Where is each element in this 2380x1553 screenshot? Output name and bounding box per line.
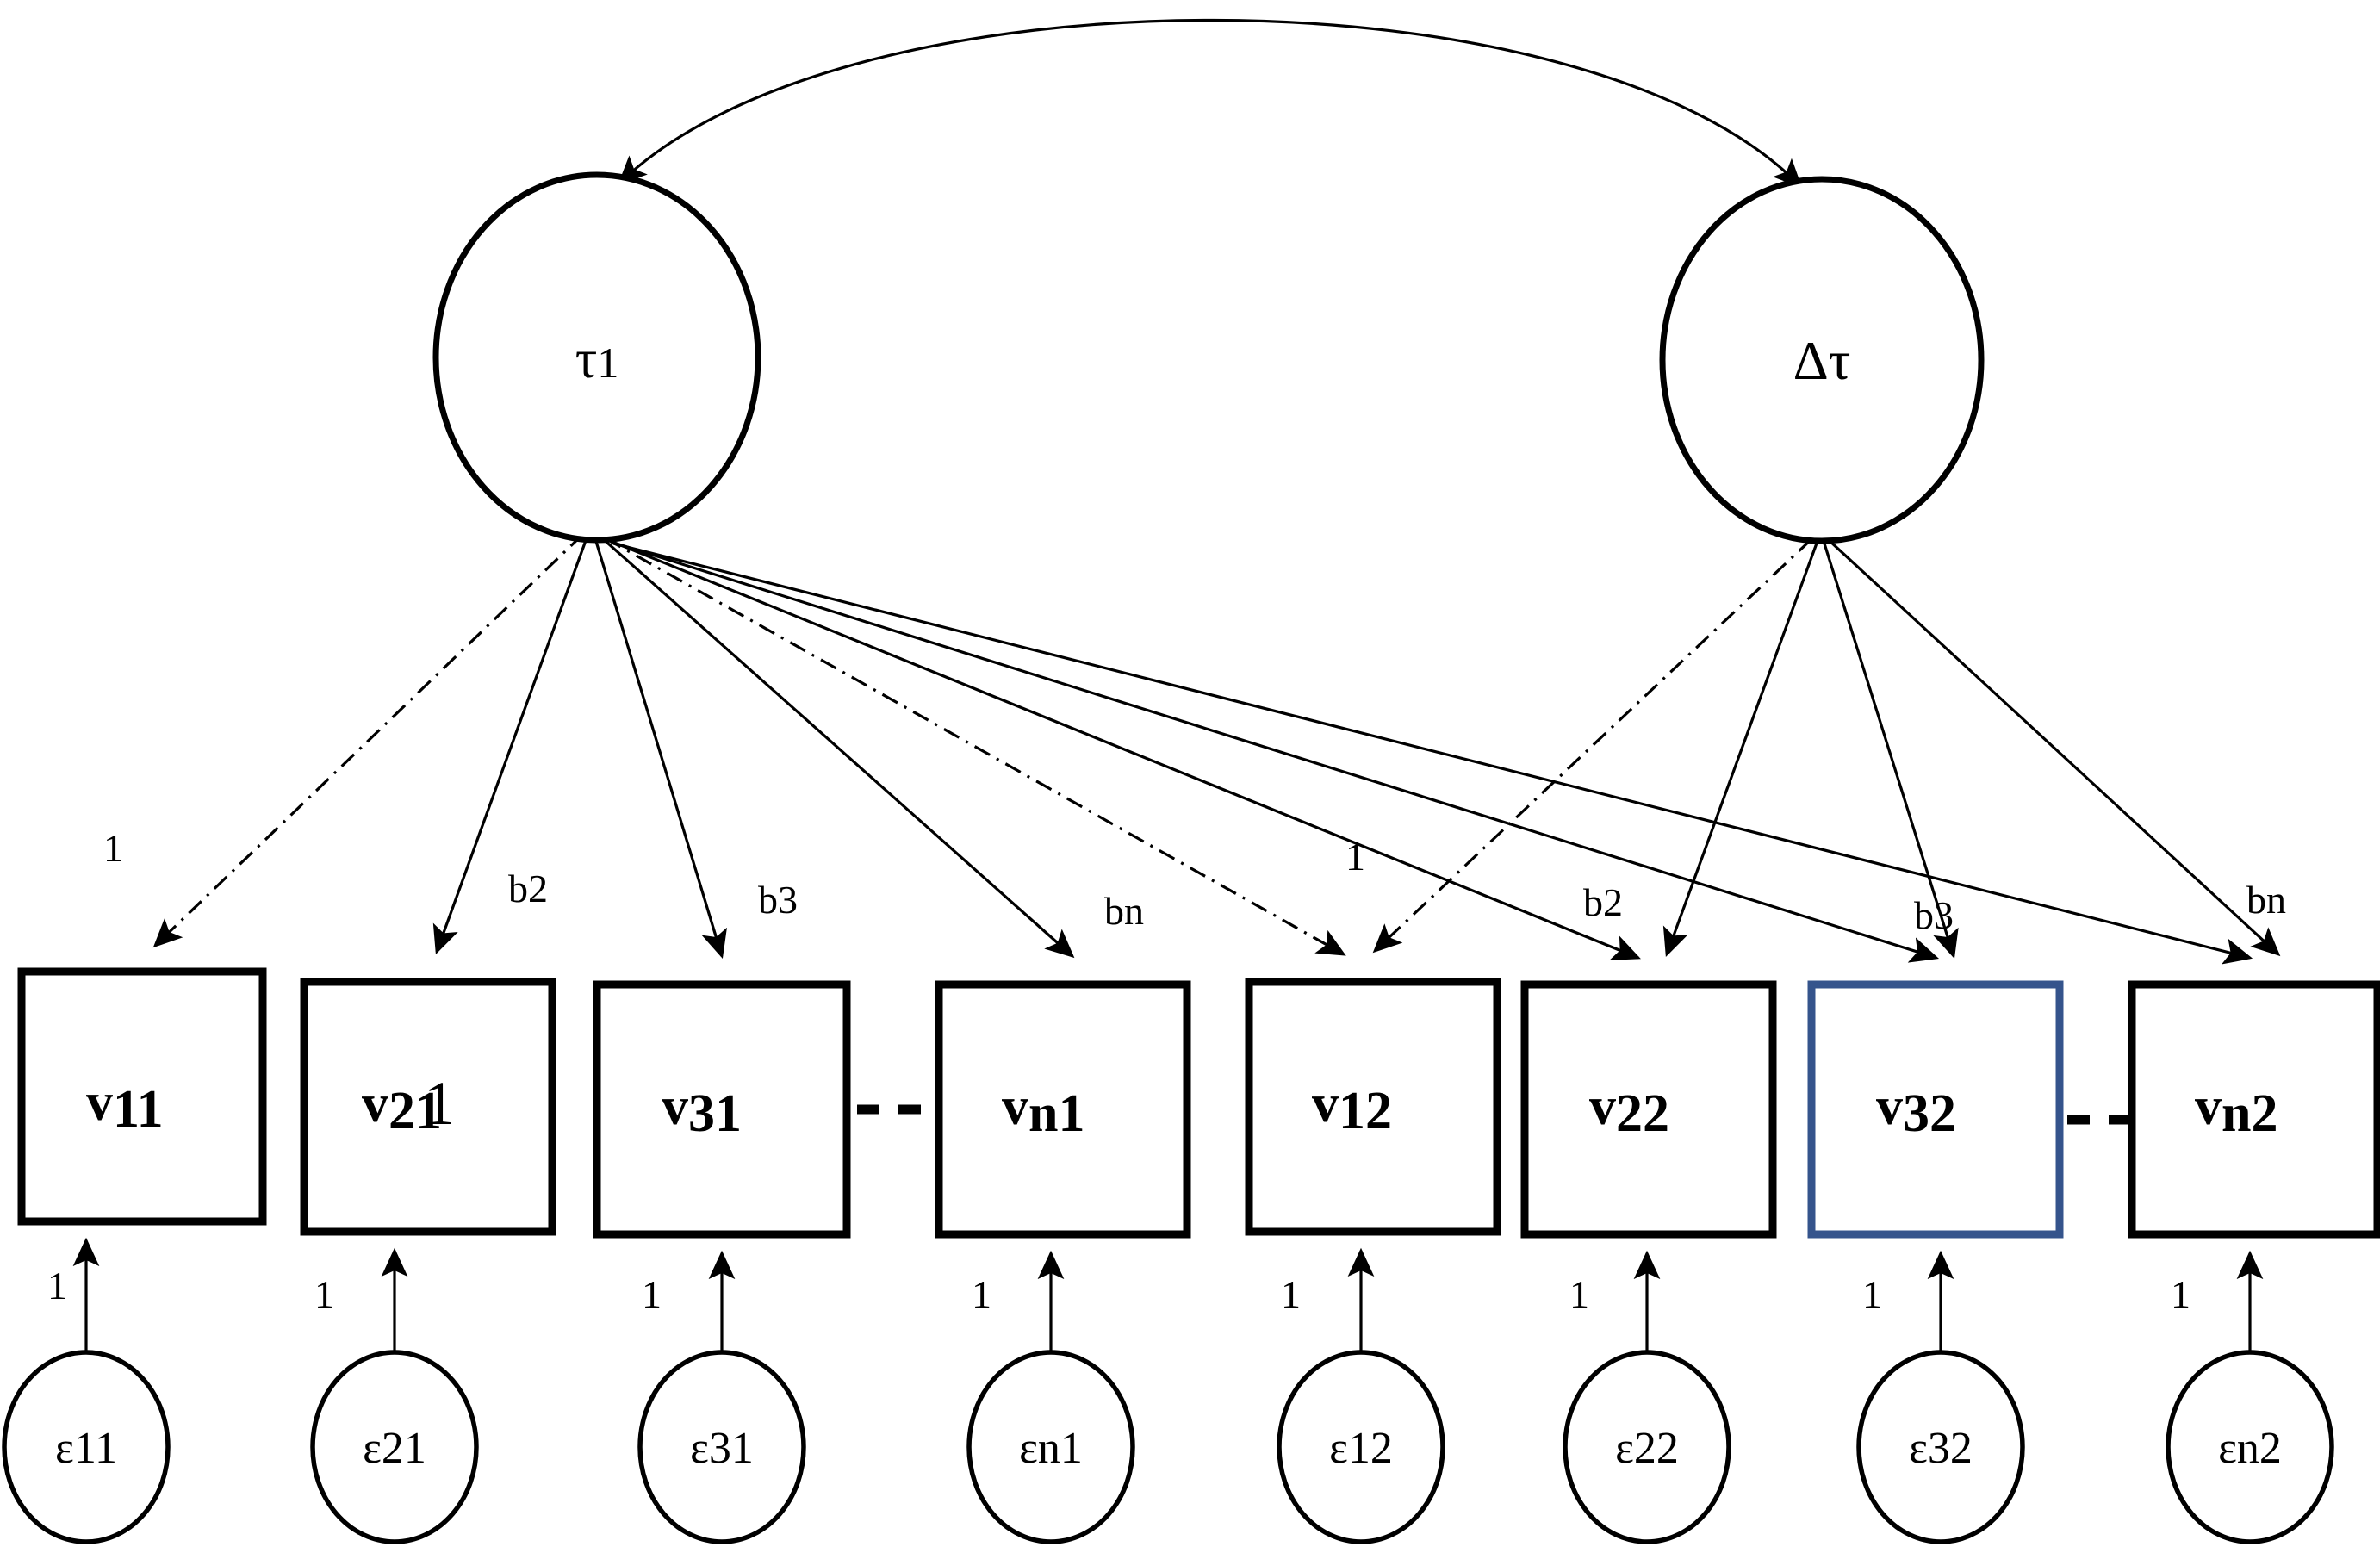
loading-coefficient-labels: 1 b2 b3 bn 1 b2 b3 bn [103, 826, 2286, 937]
error-ellipse-e12[interactable] [1277, 1350, 1445, 1544]
loading-label-v32: b3 [1914, 893, 1954, 937]
error-en2[interactable]: εn2 [2166, 1350, 2334, 1544]
error-e12[interactable]: ε12 [1277, 1350, 1445, 1544]
error-label-en1: εn1 [1019, 1424, 1083, 1473]
indicator-v22[interactable]: v22 [1520, 980, 1777, 1239]
loading-label-vn2: bn [2246, 878, 2286, 922]
path-tau1-to-vn2 [612, 542, 2253, 965]
latent-ellipse-tau1[interactable] [432, 171, 761, 544]
loadings-from-dtau [1372, 537, 2281, 960]
indicator-label-v11: v11 [86, 1073, 164, 1139]
indicator-box-v32[interactable] [1807, 980, 2064, 1239]
error-ellipse-e31[interactable] [637, 1350, 806, 1544]
error-ellipse-e32[interactable] [1856, 1350, 2025, 1544]
indicator-label-vn2: vn2 [2195, 1078, 2277, 1143]
loading-label-vn1: bn [1104, 889, 1144, 933]
latent-ellipse-dtau[interactable] [1659, 176, 1985, 544]
error-label-e32: ε32 [1909, 1424, 1973, 1473]
error-coef-label-e12: 1 [1281, 1272, 1301, 1316]
path-tau1-to-v21 [432, 535, 589, 955]
path-tau1-to-v22 [607, 538, 1641, 960]
covariance-arc [618, 18, 1803, 189]
latent-label-dtau: Δτ [1793, 330, 1851, 391]
error-coefficient-labels: 1 1 1 1 1 1 1 1 [47, 1264, 2190, 1316]
indicator-box-v31[interactable] [593, 980, 851, 1239]
loading-label-v21: b2 [508, 867, 548, 910]
error-ellipse-e22[interactable] [1563, 1350, 1731, 1544]
indicator-label-v12: v12 [1312, 1075, 1392, 1140]
error-coef-label-en1: 1 [972, 1272, 991, 1316]
loadings-from-tau1 [152, 532, 2253, 965]
path-tau1-to-v31 [593, 535, 727, 960]
indicator-label-v22: v22 [1589, 1078, 1669, 1143]
latent-dtau[interactable]: Δτ [1659, 176, 1985, 544]
error-e22[interactable]: ε22 [1563, 1350, 1731, 1544]
error-ellipse-en1[interactable] [966, 1350, 1135, 1544]
latent-tau1[interactable]: τ1 [432, 171, 761, 544]
error-label-en2: εn2 [2218, 1424, 2282, 1473]
error-label-e31: ε31 [690, 1424, 754, 1473]
path-tau1-to-v12 [605, 537, 1346, 956]
loading-label-v11: 1 [103, 826, 123, 870]
error-ellipse-e21[interactable] [310, 1350, 479, 1544]
error-label-e11: ε11 [55, 1424, 117, 1473]
error-en1[interactable]: εn1 [966, 1350, 1135, 1544]
error-coef-label-e21: 1 [314, 1272, 334, 1316]
error-coef-label-e31: 1 [642, 1272, 662, 1316]
indicator-v12[interactable]: v12 [1245, 978, 1501, 1236]
indicator-v11[interactable]: v11 [17, 967, 267, 1226]
loading-label-v12: 1 [1345, 835, 1365, 879]
error-coef-label-e32: 1 [1862, 1272, 1882, 1316]
covariance-arc-group [618, 18, 1803, 189]
error-label-e21: ε21 [363, 1424, 426, 1473]
indicator-vn1[interactable]: vn1 [935, 980, 1191, 1239]
error-label-e12: ε12 [1329, 1424, 1393, 1473]
path-tau1-to-vn1 [599, 535, 1075, 959]
indicator-label-v31: v31 [662, 1078, 742, 1143]
path-dtau-to-v22 [1662, 540, 1819, 958]
latent-label-tau1: τ1 [575, 328, 619, 389]
path-tau1-to-v11 [152, 532, 585, 948]
indicator-label-v32: v32 [1876, 1078, 1956, 1143]
ellipsis-connectors [857, 1104, 2135, 1125]
path-dtau-to-v32 [1822, 540, 1959, 960]
loading-label-v22: b2 [1583, 880, 1623, 924]
indicator-v31[interactable]: v31 [593, 980, 851, 1239]
indicator-box-vn2[interactable] [2128, 980, 2380, 1239]
stray-numeral-on-v21: 1 [424, 1069, 455, 1138]
error-e32[interactable]: ε32 [1856, 1350, 2025, 1544]
indicator-box-v11[interactable] [17, 967, 267, 1226]
error-ellipse-e11[interactable] [2, 1350, 171, 1544]
error-e31[interactable]: ε31 [637, 1350, 806, 1544]
indicator-label-vn1: vn1 [1002, 1078, 1084, 1143]
error-e21[interactable]: ε21 [310, 1350, 479, 1544]
path-tau1-to-v32 [610, 540, 1940, 963]
indicator-vn2[interactable]: vn2 [2128, 980, 2380, 1239]
error-arrows [72, 1237, 2264, 1354]
indicator-box-v21[interactable] [300, 978, 556, 1236]
error-coef-label-e11: 1 [47, 1264, 67, 1308]
error-e11[interactable]: ε11 [2, 1350, 171, 1544]
indicator-box-v22[interactable] [1520, 980, 1777, 1239]
loading-label-v31: b3 [758, 878, 798, 922]
indicator-label-v21: v21 [362, 1075, 442, 1140]
path-dtau-to-v12 [1372, 537, 1813, 954]
error-coef-label-e22: 1 [1569, 1272, 1589, 1316]
indicator-v21[interactable]: v21 1 [300, 978, 556, 1236]
indicator-box-vn1[interactable] [935, 980, 1191, 1239]
path-dtau-to-vn2 [1828, 539, 2281, 957]
error-coef-label-en2: 1 [2171, 1272, 2190, 1316]
indicator-v32[interactable]: v32 [1807, 980, 2064, 1239]
indicator-box-v12[interactable] [1245, 978, 1501, 1236]
error-ellipse-en2[interactable] [2166, 1350, 2334, 1544]
error-label-e22: ε22 [1615, 1424, 1679, 1473]
